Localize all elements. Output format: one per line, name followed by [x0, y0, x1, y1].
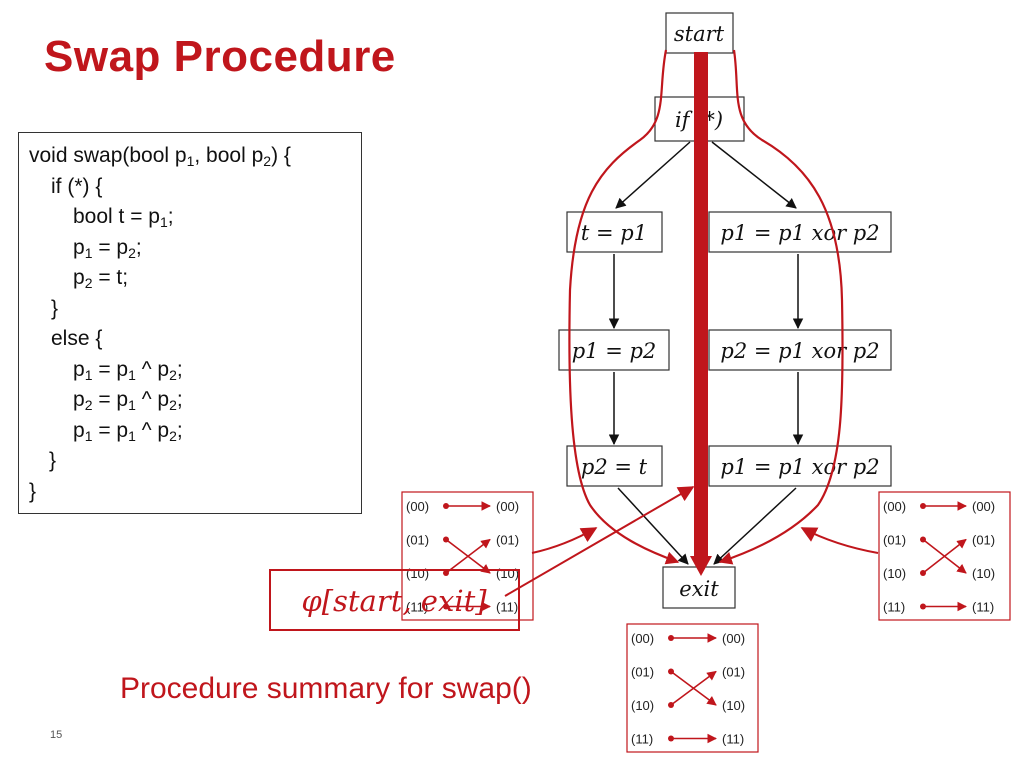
relation-state-left: (01): [406, 533, 429, 548]
summary-caption: Procedure summary for swap(): [120, 672, 532, 705]
code-line: }: [51, 296, 59, 320]
code-line: bool t = p1;: [73, 205, 174, 230]
node-exit-label: exit: [679, 577, 719, 601]
node-t-label: t = p1: [581, 221, 647, 245]
relation-edge: [922, 538, 967, 574]
relation-box-summary: (00) (00) (01) (01) (10) (10) (11) (11): [626, 623, 759, 753]
relation-frame: [878, 491, 1011, 621]
relation-frame: [401, 491, 534, 621]
relation-box-left: (00) (00) (01) (01) (10) (10) (11) (11): [401, 491, 534, 621]
code-line: p2 = t;: [73, 266, 129, 291]
code-line: void swap(bool p1, bool p2) {: [29, 144, 291, 169]
cfg-edges: [608, 141, 804, 565]
relation-state-right: (01): [496, 533, 519, 548]
relation-state-left: (01): [883, 533, 906, 548]
relation-state-right: (10): [722, 698, 745, 713]
node-xor2-label: p2 = p1 xor p2: [720, 339, 879, 363]
edge-if-to-xor1: [711, 141, 797, 209]
relation-state-right: (11): [496, 600, 518, 615]
relation-state-right: (00): [972, 499, 995, 514]
code-line: }: [49, 449, 57, 472]
cfg-nodes: [558, 12, 892, 609]
relation-state-right: (01): [722, 665, 745, 680]
node-p1p2-box: [558, 329, 670, 371]
code-line: p2 = p1 ^ p2;: [73, 388, 183, 413]
code-line: p1 = p1 ^ p2;: [73, 418, 183, 444]
relation-state-left: (00): [631, 631, 654, 646]
left-relation-pointer: [531, 527, 598, 554]
node-xor2-box: [708, 329, 892, 371]
node-xor3-box: [708, 445, 892, 487]
node-p2t-label: p2 = t: [581, 455, 648, 479]
relation-state-left: (10): [406, 566, 429, 581]
node-xor1-box: [708, 211, 892, 253]
node-xor3-label: p1 = p1 xor p2: [720, 455, 879, 479]
page-title: Swap Procedure: [44, 32, 396, 81]
relation-state-left: (00): [406, 499, 429, 514]
relation-state-right: (10): [972, 566, 995, 581]
relation-state-right: (11): [972, 600, 994, 615]
code-listing: void swap(bool p1, bool p2) { if (*) { boo…: [18, 132, 362, 514]
code-line: p1 = p1 ^ p2;: [73, 357, 183, 383]
page-number: 15: [50, 729, 63, 741]
relation-state-left: (11): [631, 732, 653, 747]
node-start-label: start: [674, 22, 725, 46]
code-line: if (*) {: [51, 174, 103, 198]
right-relation-pointer: [800, 527, 879, 554]
phi-label-box: [269, 569, 520, 631]
phi-label: φ[start, exit]: [301, 584, 487, 618]
relation-state-left: (11): [883, 600, 905, 615]
relation-state-left: (01): [631, 665, 654, 680]
node-xor1-label: p1 = p1 xor p2: [720, 221, 879, 245]
code-line: p1 = p2;: [73, 235, 142, 261]
summary-path-arrowhead: [690, 556, 712, 576]
phi-pointer: [504, 486, 695, 597]
relation-state-right: (10): [496, 566, 519, 581]
relation-state-right: (11): [722, 732, 744, 747]
relation-state-right: (00): [722, 631, 745, 646]
relation-state-left: (10): [883, 566, 906, 581]
relation-state-left: (11): [406, 600, 428, 615]
node-t-box: [566, 211, 663, 253]
edge-p2t-to-exit: [617, 487, 689, 565]
relation-state-left: (00): [883, 499, 906, 514]
edge-xor3-to-exit: [713, 487, 797, 565]
code-line: }: [29, 479, 37, 503]
relation-frame: [626, 623, 759, 753]
relation-state-right: (00): [496, 499, 519, 514]
edge-if-to-t: [615, 141, 691, 209]
left-path-region: [568, 49, 680, 565]
right-path-region: [718, 49, 844, 565]
node-p1p2-label: p1 = p2: [572, 339, 657, 363]
relation-edge: [670, 670, 717, 706]
relation-state-left: (10): [631, 698, 654, 713]
node-p2t-box: [566, 445, 663, 487]
code-line: else {: [51, 327, 103, 350]
relation-state-right: (01): [972, 533, 995, 548]
relation-box-right: (00) (00) (01) (01) (10) (10) (11) (11): [878, 491, 1011, 621]
relation-edge: [445, 538, 491, 574]
